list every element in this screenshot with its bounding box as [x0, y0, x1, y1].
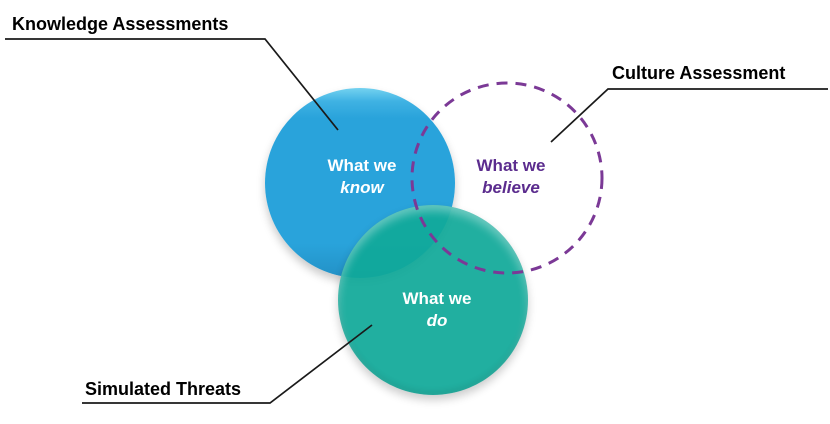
- circle-text-do: What we do: [352, 288, 522, 332]
- circle-text-believe: What we believe: [426, 155, 596, 199]
- circle-text-believe-line2: believe: [482, 178, 540, 197]
- culture-assessment-label: Culture Assessment: [612, 63, 786, 83]
- circle-text-know-line1: What we: [327, 156, 397, 175]
- circle-text-know-line2: know: [340, 178, 384, 197]
- simulated-threats-label: Simulated Threats: [85, 379, 242, 399]
- knowledge-callout-line: [5, 38, 339, 131]
- culture-callout-line: [550, 88, 828, 143]
- circle-text-believe-line1: What we: [476, 156, 546, 175]
- circle-text-do-line2: do: [426, 311, 448, 330]
- circle-text-do-line1: What we: [402, 289, 472, 308]
- knowledge-assessments-label: Knowledge Assessments: [12, 14, 229, 34]
- circle-text-know: What we know: [277, 155, 447, 199]
